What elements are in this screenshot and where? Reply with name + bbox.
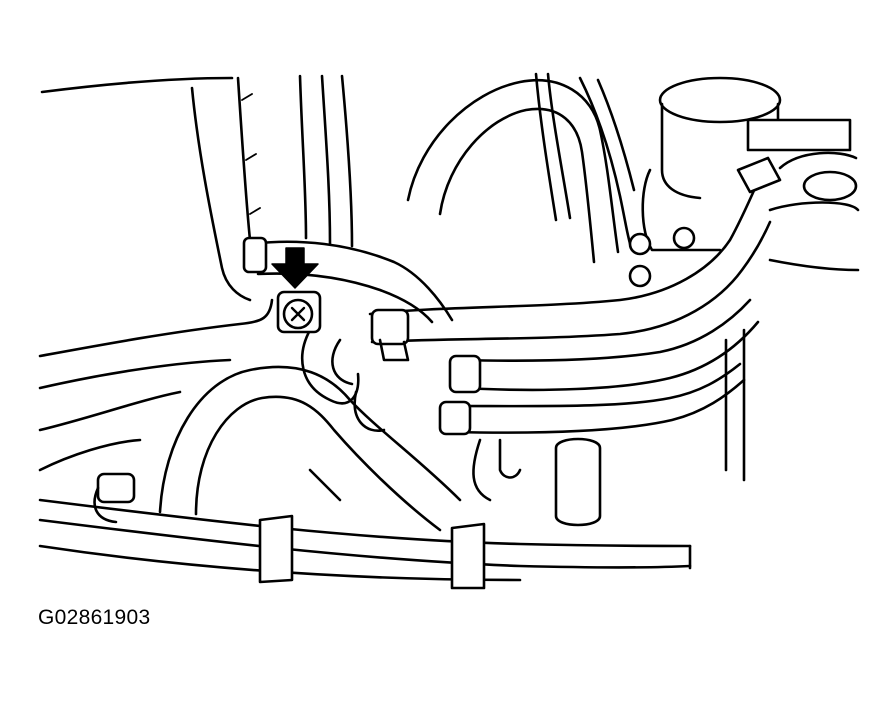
arched-hose <box>406 79 620 264</box>
reservoir <box>628 76 852 288</box>
right-bracket <box>724 151 860 482</box>
figure-id-code: G02861903 <box>38 606 151 629</box>
firewall-outline <box>38 76 274 472</box>
arrow-down-icon <box>271 247 319 289</box>
main-hose-bundle <box>368 156 782 436</box>
screw-icon <box>276 290 322 334</box>
bottom-rails <box>38 498 692 590</box>
center-wires <box>534 72 636 252</box>
lower-components <box>93 437 602 527</box>
mounting-bracket <box>301 328 410 432</box>
vertical-pipes <box>298 74 354 248</box>
elbow-pipe <box>158 365 462 532</box>
